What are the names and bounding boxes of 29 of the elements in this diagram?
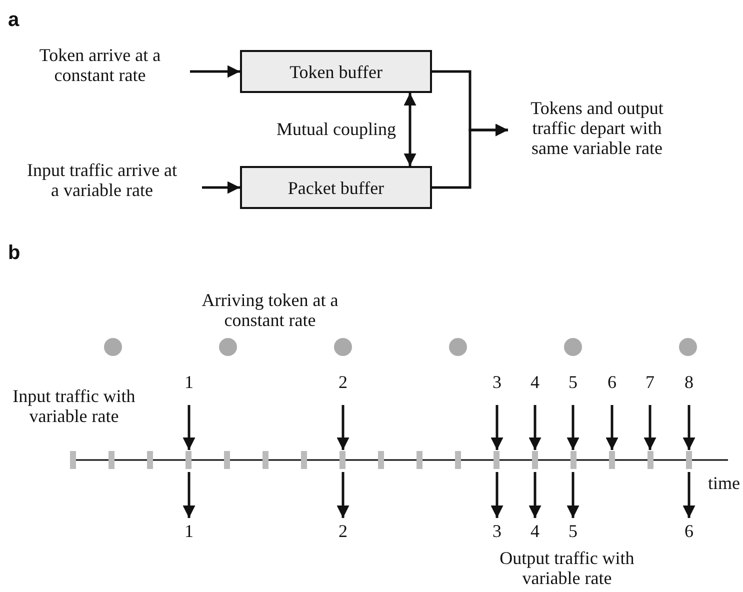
node-text: Token arrive at a constant rate <box>30 45 170 85</box>
number-label: 6 <box>684 521 694 541</box>
panel-letter: b <box>8 243 20 263</box>
number-label: 4 <box>530 372 540 392</box>
number-label: 5 <box>568 372 578 392</box>
number-label: 4 <box>530 521 540 541</box>
buffer-box: Packet buffer <box>240 166 432 209</box>
number-label: 2 <box>338 521 348 541</box>
axis-label: time <box>708 473 740 493</box>
arrow <box>404 93 416 166</box>
number-label: 8 <box>684 372 694 392</box>
number-label: 3 <box>492 372 502 392</box>
number-label: 7 <box>644 372 656 392</box>
caption-text: Arriving token at a constant rate <box>200 290 340 330</box>
caption-text: Input traffic with variable rate <box>12 386 136 426</box>
number-label: 1 <box>184 372 194 392</box>
number-label: 5 <box>568 521 578 541</box>
number-label: 2 <box>338 372 348 392</box>
caption-text: Output traffic with variable rate <box>498 548 636 588</box>
node-text: Input traffic arrive at a variable rate <box>22 160 182 200</box>
number-label: 6 <box>606 372 618 392</box>
number-label: 3 <box>492 521 502 541</box>
arrow <box>202 181 240 194</box>
arrow <box>190 65 240 78</box>
arrow <box>432 124 508 189</box>
number-label: 1 <box>184 521 194 541</box>
node-text: Tokens and output traffic depart with same variable rate <box>512 98 682 158</box>
panel-letter: a <box>8 10 20 30</box>
buffer-box: Token buffer <box>240 50 432 93</box>
